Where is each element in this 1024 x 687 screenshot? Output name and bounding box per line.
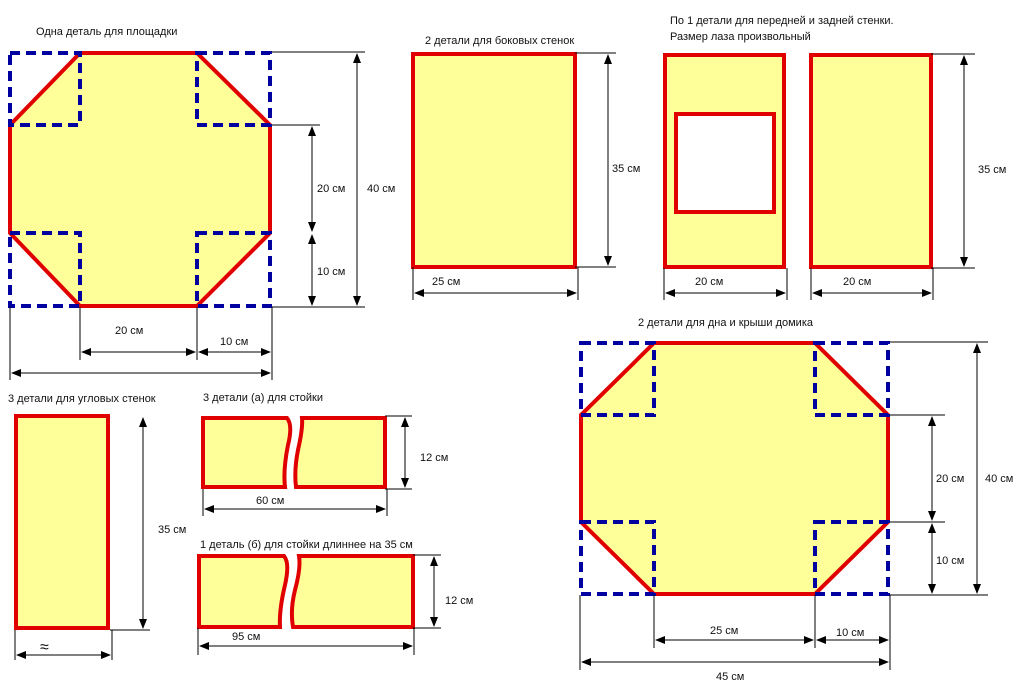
corner-walls-title: 3 детали для угловых стенок (8, 393, 156, 405)
dim-label: 40 см (985, 473, 1013, 485)
dim-label: 10 см (220, 336, 248, 348)
dim-label: 45 см (716, 671, 744, 683)
dim-label: 20 см (695, 276, 723, 288)
dim-label: 20 см (317, 183, 345, 195)
dim-label: 20 см (936, 473, 964, 485)
stand-b-part: 1 деталь (б) для стойки длиннее на 35 см… (197, 539, 473, 655)
dim-label: 10 см (317, 266, 345, 278)
dim-label: 12 см (445, 595, 473, 607)
dim-label: 95 см (232, 631, 260, 643)
dim-label: 60 см (256, 495, 284, 507)
platform-part: Одна деталь для площадки 40 см 20 см 10 … (8, 26, 395, 380)
cut-corner (813, 341, 890, 417)
floor-roof-part: 2 детали для дна и крыши домика 40 см 20… (579, 317, 1013, 683)
side-walls-title: 2 детали для боковых стенок (425, 35, 574, 47)
stand-b-left (197, 554, 290, 629)
platform-octagon (8, 51, 272, 308)
cut-corner (195, 231, 272, 308)
dim-label: 20 см (843, 276, 871, 288)
cut-corner (579, 520, 656, 596)
dim-label: 10 см (836, 627, 864, 639)
stand-a-left (201, 416, 293, 489)
floor-octagon (579, 341, 890, 596)
dim-label: 10 см (936, 555, 964, 567)
front-back-title: По 1 детали для передней и задней стенки… (670, 15, 894, 27)
cut-corner (195, 51, 272, 127)
stand-a-title: 3 детали (а) для стойки (203, 392, 323, 404)
front-back-part: По 1 детали для передней и задней стенки… (663, 15, 1006, 300)
dim-label: 35 см (158, 524, 186, 536)
dim-label: 25 см (710, 625, 738, 637)
dim-label: 12 см (420, 452, 448, 464)
side-wall-part: 2 детали для боковых стенок 35 см 25 см (411, 35, 640, 300)
dim-label: 20 см (115, 325, 143, 337)
dim-label: 25 см (432, 276, 460, 288)
cut-corner (813, 520, 890, 596)
stand-a-part: 3 детали (а) для стойки 12 см 60 см (201, 392, 448, 516)
stand-b-title: 1 деталь (б) для стойки длиннее на 35 см (200, 539, 413, 551)
corner-wall-rect (14, 414, 110, 630)
dim-label: 35 см (612, 163, 640, 175)
approx-symbol: ≈ (40, 639, 49, 656)
corner-wall-part: 3 детали для угловых стенок 35 см ≈ (8, 393, 186, 660)
front-back-subtitle: Размер лаза произвольный (670, 31, 811, 43)
cut-corner (8, 51, 82, 127)
entrance-hole (674, 112, 776, 214)
dim-label: 35 см (978, 164, 1006, 176)
cut-corner (8, 231, 82, 308)
stand-b-right (289, 554, 415, 629)
floor-roof-title: 2 детали для дна и крыши домика (638, 317, 814, 329)
dim-label: 40 см (367, 183, 395, 195)
platform-title: Одна деталь для площадки (36, 26, 177, 38)
cut-corner (579, 341, 656, 417)
back-wall-rect (809, 53, 933, 269)
side-wall-rect (411, 52, 577, 269)
stand-a-right (293, 416, 387, 489)
